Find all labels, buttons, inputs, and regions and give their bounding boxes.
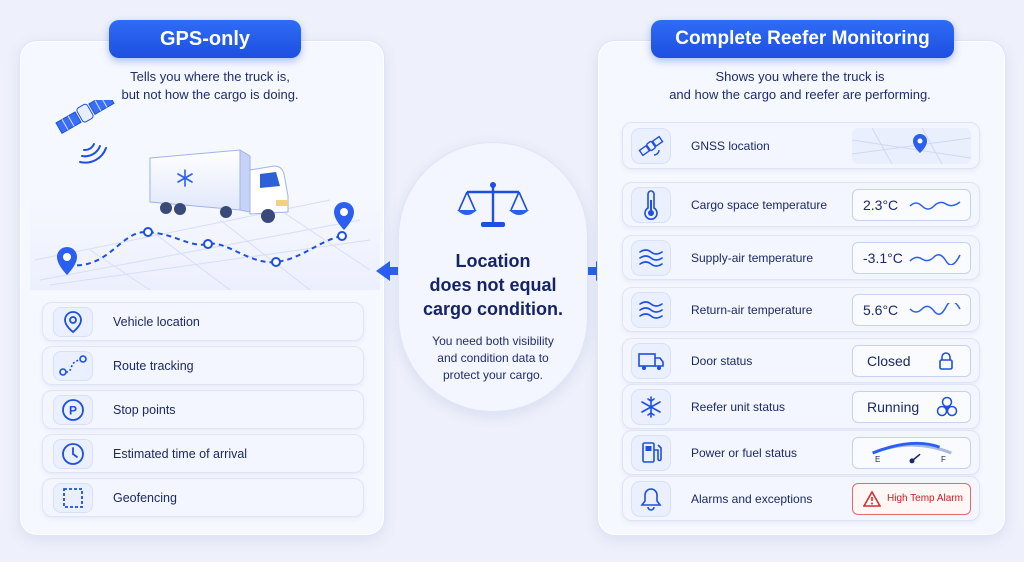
geofence-icon: [53, 482, 93, 513]
monitor-row-power-fuel-status: Power or fuel status E F: [622, 430, 980, 475]
fuel-gauge: E F: [852, 436, 971, 469]
center-title: Location does not equal cargo condition.: [398, 249, 588, 321]
monitor-row-return-air-temperature: Return-air temperature 5.6°C: [622, 287, 980, 332]
value-text: Closed: [867, 352, 911, 369]
return-air-temp-value: 5.6°C: [852, 293, 971, 326]
center-title-line3: cargo condition.: [422, 299, 563, 319]
satellite-icon: [55, 100, 115, 135]
door-status-value: Closed: [852, 344, 971, 377]
reefer-subtitle-line2: and how the cargo and reefer are perform…: [669, 87, 931, 102]
monitor-row-reefer-unit-status: Reefer unit status Running: [622, 384, 980, 429]
airflow-icon: [631, 291, 671, 328]
monitor-label: Alarms and exceptions: [691, 491, 813, 506]
gps-only-subtitle-line2: but not how the cargo is doing.: [121, 87, 299, 102]
trend-sparkline: [909, 302, 961, 315]
feature-label: Route tracking: [113, 358, 194, 373]
monitor-label: Return-air temperature: [691, 302, 813, 317]
map-pin-icon: [53, 306, 93, 337]
monitor-label: Power or fuel status: [691, 445, 798, 460]
snowflake-icon: [631, 388, 671, 425]
thermometer-icon: [631, 186, 671, 223]
alarm-text: High Temp Alarm: [887, 493, 963, 504]
center-body-line2: and condition data to: [437, 351, 549, 365]
mini-map: [852, 127, 971, 164]
fuel-pump-icon: [631, 434, 671, 471]
truck-route-illustration: [30, 100, 380, 290]
airflow-icon: [631, 239, 671, 276]
gps-only-title: GPS-only: [109, 20, 301, 58]
center-body-line1: You need both visibility: [432, 334, 554, 348]
monitor-label: Door status: [691, 353, 753, 368]
supply-air-temp-value: -3.1°C: [852, 241, 971, 274]
monitor-row-gnss-location: GNSS location: [622, 122, 980, 169]
feature-row-eta: Estimated time of arrival: [42, 434, 364, 473]
lock-icon: [939, 351, 953, 370]
route-icon: [53, 350, 93, 381]
value-text: Running: [867, 398, 920, 415]
gps-only-subtitle: Tells you where the truck is, but not ho…: [60, 68, 360, 104]
arrow-left-icon: [376, 261, 408, 281]
monitor-label: Supply-air temperature: [691, 250, 814, 265]
value-text: -3.1°C: [863, 249, 903, 266]
feature-row-stop-points: P Stop points: [42, 390, 364, 429]
value-text: 5.6°C: [863, 301, 899, 318]
feature-label: Estimated time of arrival: [113, 446, 248, 461]
fan-icon: [936, 396, 958, 416]
reefer-unit-status-value: Running: [852, 390, 971, 423]
feature-label: Stop points: [113, 402, 176, 417]
reefer-monitoring-subtitle: Shows you where the truck is and how the…: [640, 68, 960, 104]
scale-icon: [457, 182, 529, 227]
monitor-row-cargo-temperature: Cargo space temperature 2.3°C: [622, 182, 980, 227]
fuel-gauge-dial: [872, 441, 952, 463]
gps-only-subtitle-line1: Tells you where the truck is,: [130, 69, 290, 84]
reefer-monitoring-title: Complete Reefer Monitoring: [651, 20, 954, 58]
feature-row-route-tracking: Route tracking: [42, 346, 364, 385]
clock-icon: [53, 438, 93, 469]
trend-sparkline: [909, 253, 961, 265]
truck-icon: [631, 342, 671, 379]
gauge-full-label: F: [941, 454, 946, 464]
center-title-line2: does not equal: [429, 275, 557, 295]
bell-icon: [631, 480, 671, 517]
start-pin-icon: [57, 247, 77, 275]
reefer-subtitle-line1: Shows you where the truck is: [715, 69, 885, 84]
end-pin-icon: [334, 202, 354, 230]
feature-row-vehicle-location: Vehicle location: [42, 302, 364, 341]
warning-icon: [863, 490, 881, 507]
truck-illustration: [149, 149, 289, 223]
alarm-value: High Temp Alarm: [852, 482, 971, 515]
satellite-icon: [631, 127, 671, 164]
feature-label: Vehicle location: [113, 314, 200, 329]
monitor-row-door-status: Door status Closed: [622, 338, 980, 383]
value-text: 2.3°C: [863, 196, 899, 213]
center-title-line1: Location: [455, 251, 531, 271]
monitor-row-alarms: Alarms and exceptions High Temp Alarm: [622, 476, 980, 521]
feature-label: Geofencing: [113, 490, 177, 505]
monitor-label: Reefer unit status: [691, 399, 786, 414]
monitor-label: Cargo space temperature: [691, 197, 828, 212]
feature-row-geofencing: Geofencing: [42, 478, 364, 517]
center-body: You need both visibility and condition d…: [398, 333, 588, 384]
monitor-label: GNSS location: [691, 138, 770, 153]
gauge-empty-label: E: [875, 454, 881, 464]
map-pin-icon: [913, 133, 927, 153]
svg-text:P: P: [69, 403, 77, 417]
cargo-temp-value: 2.3°C: [852, 188, 971, 221]
trend-sparkline: [909, 200, 961, 210]
monitor-row-supply-air-temperature: Supply-air temperature -3.1°C: [622, 235, 980, 280]
center-body-line3: protect your cargo.: [442, 368, 544, 382]
parking-icon: P: [53, 394, 93, 425]
